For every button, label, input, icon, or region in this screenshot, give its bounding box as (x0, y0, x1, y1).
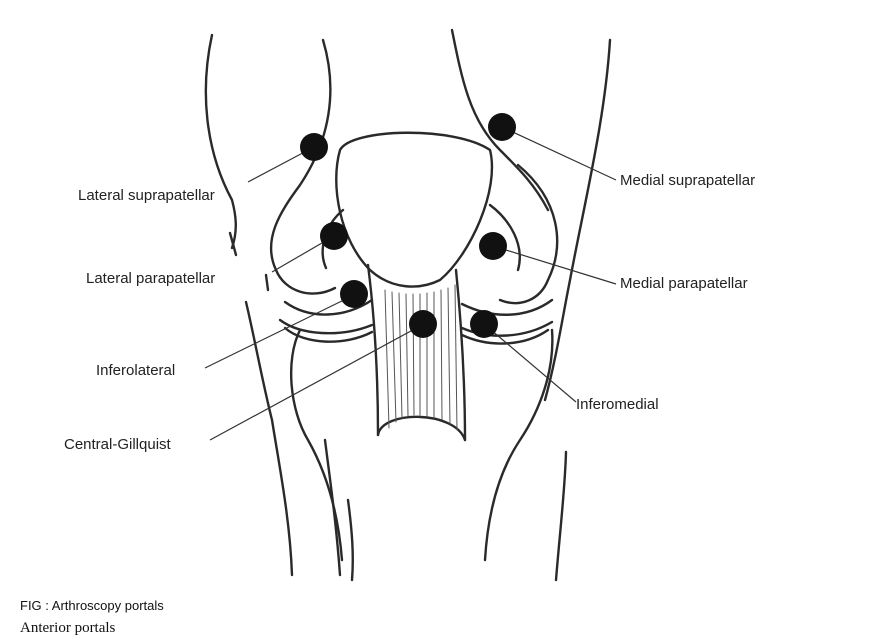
portal-medial-suprapatellar (488, 113, 516, 141)
fibula (325, 440, 340, 575)
label-lateral-parapatellar: Lateral parapatellar (86, 270, 215, 287)
figure-subtitle: Anterior portals (20, 620, 115, 637)
lateral-meniscus (280, 320, 372, 333)
lateral-leg-contour (246, 302, 292, 575)
patella (336, 133, 492, 287)
label-central-gillquist: Central-Gillquist (64, 436, 171, 453)
tibia-medial (485, 330, 552, 560)
patellar-tendon-right (456, 270, 465, 440)
label-inferolateral: Inferolateral (96, 362, 175, 379)
medial-femur (500, 165, 557, 303)
leader-inferolateral (205, 296, 352, 368)
portal-central-gillquist (409, 310, 437, 338)
medial-leg-contour (556, 452, 566, 580)
lateral-femur (271, 40, 335, 294)
portal-lateral-suprapatellar (300, 133, 328, 161)
leader-medial-parapatellar (493, 246, 616, 284)
portal-inferolateral (340, 280, 368, 308)
tibial-tuberosity (378, 417, 465, 440)
portal-medial-parapatellar (479, 232, 507, 260)
fibula-2 (348, 500, 353, 580)
portal-lateral-parapatellar (320, 222, 348, 250)
label-medial-suprapatellar: Medial suprapatellar (620, 172, 755, 189)
leader-inferomedial (484, 324, 576, 402)
label-lateral-suprapatellar: Lateral suprapatellar (78, 187, 215, 204)
portal-inferomedial (470, 310, 498, 338)
lateral-thigh-contour (206, 35, 236, 248)
label-inferomedial: Inferomedial (576, 396, 659, 413)
figure-caption: FIG : Arthroscopy portals (20, 598, 164, 613)
label-medial-parapatellar: Medial parapatellar (620, 275, 748, 292)
